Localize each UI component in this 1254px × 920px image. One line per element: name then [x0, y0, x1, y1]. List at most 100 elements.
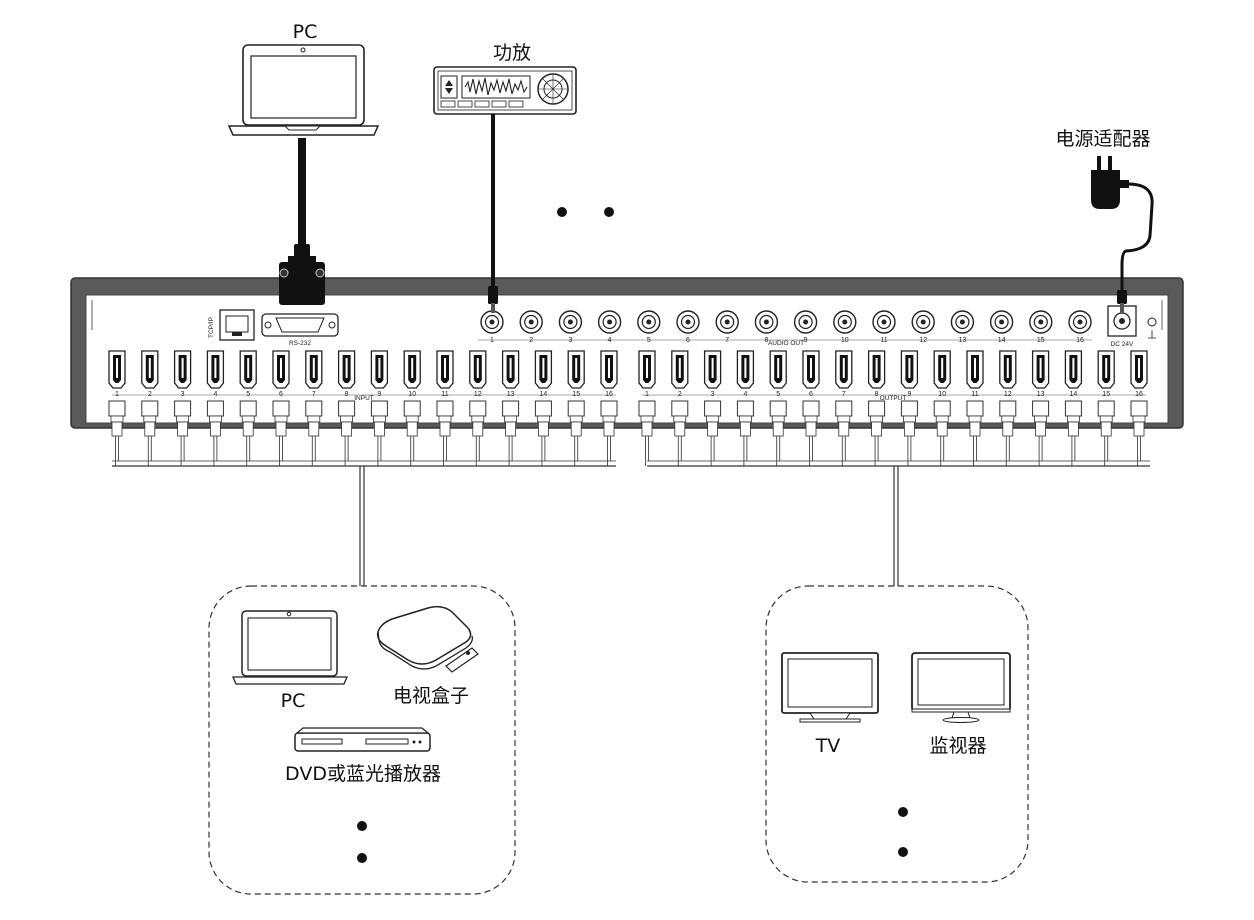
rs232-port[interactable]: RS-232: [261, 313, 339, 347]
audio-out-number: 3: [568, 337, 572, 344]
hdmi-output-port[interactable]: [769, 350, 787, 389]
hdmi-input-port[interactable]: [337, 350, 356, 389]
output-port-number: 3: [711, 391, 715, 398]
hdmi-cable-plug: [868, 400, 886, 466]
input-port-number: 15: [572, 391, 580, 398]
tv-icon: [781, 652, 879, 723]
hdmi-output-port[interactable]: [1097, 350, 1115, 389]
tcpip-port[interactable]: TCP/IP: [208, 309, 255, 341]
hdmi-output-port[interactable]: [703, 350, 722, 389]
hdmi-input-port[interactable]: [141, 350, 159, 389]
hdmi-input-port[interactable]: [370, 350, 389, 389]
hdmi-cable-plug: [305, 400, 323, 466]
hdmi-output-port[interactable]: [1031, 350, 1050, 389]
hdmi-cable-plug: [769, 400, 787, 466]
input-port-number: 1: [115, 391, 119, 398]
audio-out-jack[interactable]: [597, 310, 622, 334]
hdmi-cable-plug: [436, 400, 454, 466]
audio-out-jack[interactable]: [872, 310, 896, 334]
hdmi-output-port[interactable]: [1064, 350, 1083, 389]
audio-out-jack[interactable]: [911, 310, 935, 334]
hdmi-cable-plug: [671, 400, 689, 466]
audio-out-jack[interactable]: [480, 310, 504, 334]
input-port-number: 2: [148, 391, 152, 398]
output-port-number: 16: [1135, 391, 1143, 398]
hdmi-output-port[interactable]: [867, 350, 886, 389]
ellipsis-dot: [357, 821, 367, 831]
audio-out-jack[interactable]: [989, 310, 1014, 334]
audio-out-jack[interactable]: [558, 310, 583, 334]
audio-out-jack[interactable]: [637, 310, 661, 334]
output-port-number: 12: [1004, 391, 1012, 398]
hdmi-input-port[interactable]: [436, 350, 454, 389]
audio-out-jack[interactable]: [715, 310, 739, 334]
audio-out-jack[interactable]: [950, 310, 975, 334]
hdmi-input-port[interactable]: [272, 350, 290, 389]
input-cable-bus: [112, 460, 616, 586]
audio-out-number: 14: [998, 337, 1006, 344]
hdmi-output-port[interactable]: [638, 350, 656, 389]
audio-out-number: 12: [919, 337, 927, 344]
dc-power-port[interactable]: DC 24V: [1107, 305, 1137, 348]
hdmi-cable-plug: [370, 400, 388, 466]
output-port-number: 5: [776, 391, 780, 398]
hdmi-input-port[interactable]: [108, 350, 126, 389]
dvd-player-icon: [294, 727, 431, 752]
ellipsis-dot: [557, 207, 567, 217]
hdmi-output-port[interactable]: [933, 350, 951, 389]
hdmi-input-port[interactable]: [469, 350, 487, 389]
audio-out-jack[interactable]: [793, 310, 818, 334]
hdmi-output-port[interactable]: [671, 350, 689, 389]
hdmi-output-port[interactable]: [900, 350, 919, 389]
hdmi-input-port[interactable]: [501, 350, 520, 389]
audio-out-jack[interactable]: [1029, 310, 1053, 334]
input-port-number: 6: [279, 391, 283, 398]
hdmi-input-port[interactable]: [403, 350, 421, 389]
hdmi-cable-plug: [638, 400, 656, 466]
hdmi-input-port[interactable]: [206, 350, 225, 389]
output-port-number: 10: [938, 391, 946, 398]
hdmi-cable-plug: [403, 400, 421, 466]
hdmi-cable-plug: [600, 400, 618, 466]
hdmi-cable-plug: [502, 400, 520, 466]
hdmi-output-port[interactable]: [736, 350, 755, 389]
source-devices-box: [208, 585, 516, 895]
hdmi-cable-plug: [999, 400, 1017, 466]
amplifier-label: 功放: [493, 42, 531, 64]
hdmi-input-port[interactable]: [567, 350, 585, 389]
audio-out-jack[interactable]: [754, 310, 779, 334]
hdmi-output-port[interactable]: [1130, 350, 1148, 389]
audio-cable: [488, 114, 498, 313]
hdmi-input-port[interactable]: [173, 350, 192, 389]
monitor-label: 监视器: [929, 735, 986, 757]
hdmi-cable-plug: [835, 400, 853, 466]
hdmi-output-port[interactable]: [966, 350, 984, 389]
hdmi-output-port[interactable]: [802, 350, 820, 389]
audio-out-jack[interactable]: [1068, 310, 1092, 334]
hdmi-input-port[interactable]: [305, 350, 323, 389]
audio-out-number: 16: [1076, 337, 1084, 344]
output-port-number: 15: [1102, 391, 1110, 398]
ellipsis-dot: [898, 807, 908, 817]
hdmi-cable-plug: [141, 400, 159, 466]
hdmi-cable-plug: [534, 400, 552, 466]
output-label: OUTPUT: [880, 395, 907, 402]
audio-out-jack[interactable]: [519, 310, 543, 334]
output-port-number: 1: [645, 391, 649, 398]
dc-label: DC 24V: [1111, 341, 1134, 348]
hdmi-output-port[interactable]: [999, 350, 1017, 389]
hdmi-cable-plug: [469, 400, 487, 466]
hdmi-cable-plug: [206, 400, 224, 466]
hdmi-input-port[interactable]: [600, 350, 618, 389]
hdmi-output-port[interactable]: [835, 350, 853, 389]
pc-laptop-icon: [227, 44, 380, 136]
audio-out-number: 7: [725, 337, 729, 344]
output-port-number: 14: [1070, 391, 1078, 398]
power-adapter-label: 电源适配器: [1055, 128, 1150, 150]
hdmi-input-port[interactable]: [239, 350, 257, 389]
hdmi-input-port[interactable]: [534, 350, 553, 389]
hdmi-cable-plug: [966, 400, 984, 466]
audio-out-jack[interactable]: [676, 310, 700, 334]
audio-out-jack[interactable]: [833, 310, 857, 334]
